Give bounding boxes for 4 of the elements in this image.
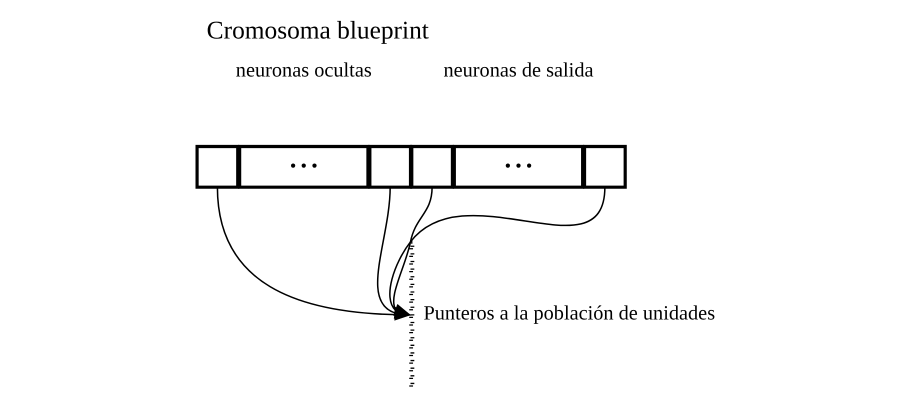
diagram-title: Cromosoma blueprint	[206, 16, 429, 45]
label: neuronas ocultas	[236, 59, 372, 82]
label: neuronas de salida	[443, 59, 594, 82]
node-label: Punteros a la población de unidades	[423, 302, 716, 325]
